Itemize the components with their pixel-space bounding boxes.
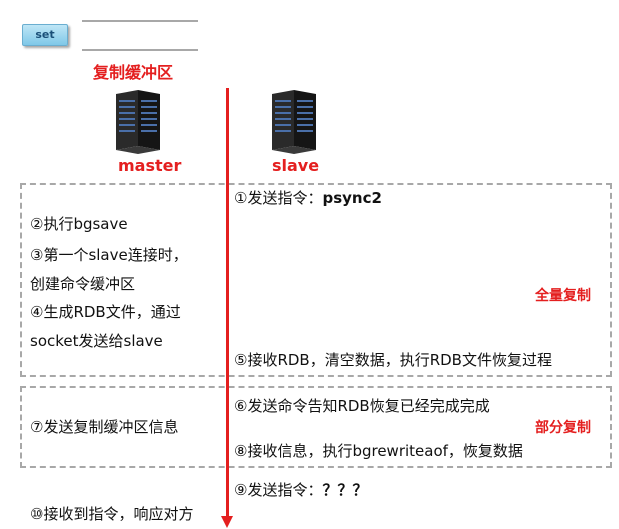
slave-server-icon [272, 90, 316, 154]
step-4-line-2: socket发送给slave [30, 332, 163, 350]
set-badge: set [22, 24, 68, 46]
timeline-arrow-head [221, 516, 233, 528]
step-9: ⑨发送指令：？？？ [234, 481, 368, 499]
step-8: ⑧接收信息，执行bgrewriteaof，恢复数据 [234, 442, 523, 460]
step-4-line-1: ④生成RDB文件，通过 [30, 303, 181, 321]
step-5: ⑤接收RDB，清空数据，执行RDB文件恢复过程 [234, 351, 552, 369]
slave-label: slave [272, 156, 320, 175]
step-10: ⑩接收到指令，响应对方 [30, 505, 194, 523]
buffer-line-bottom [82, 49, 198, 51]
step-2: ②执行bgsave [30, 215, 128, 233]
timeline-divider [226, 88, 229, 518]
step-3-line-1: ③第一个slave连接时， [30, 246, 188, 264]
master-server-icon [116, 90, 160, 154]
buffer-line-top [82, 20, 198, 22]
step-7: ⑦发送复制缓冲区信息 [30, 418, 179, 436]
step-6: ⑥发送命令告知RDB恢复已经完成完成 [234, 397, 490, 415]
full-sync-tag: 全量复制 [535, 288, 591, 304]
watermark [0, 109, 25, 166]
partial-sync-box [20, 386, 612, 468]
buffer-title: 复制缓冲区 [93, 63, 174, 82]
full-sync-box [20, 183, 612, 377]
step-3-line-2: 创建命令缓冲区 [30, 275, 136, 293]
step-1: ①发送指令：psync2 [234, 189, 382, 207]
partial-sync-tag: 部分复制 [535, 420, 591, 436]
master-label: master [118, 156, 182, 175]
